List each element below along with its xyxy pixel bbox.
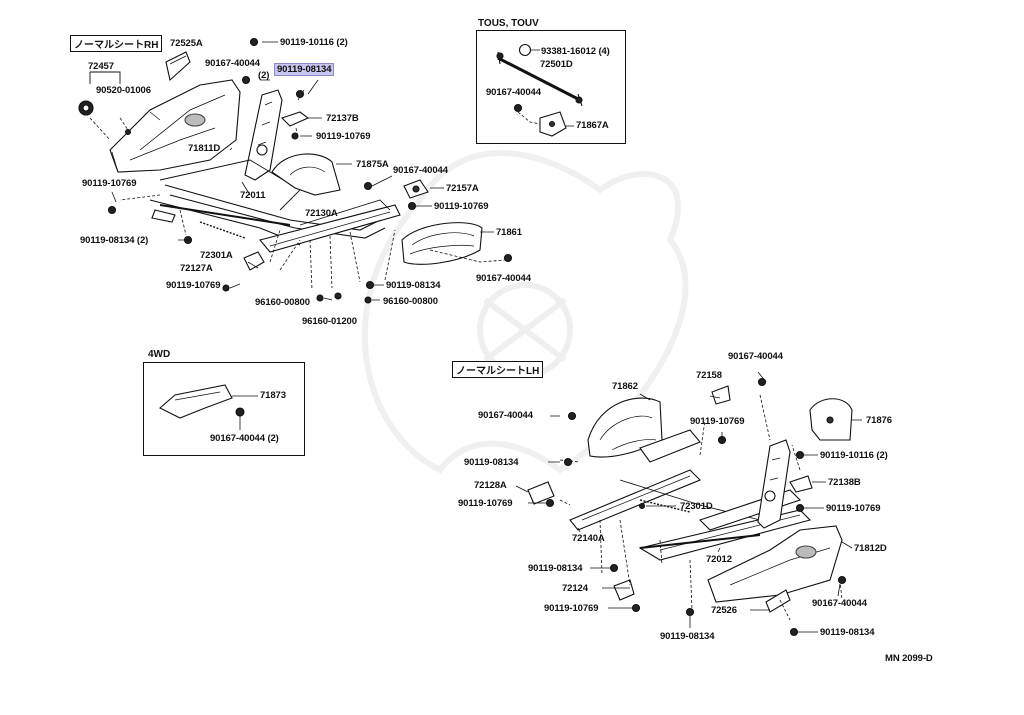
part-label[interactable]: 71876 [866, 415, 892, 426]
highlighted-part-label[interactable]: 90119-08134 [274, 63, 335, 76]
part-label[interactable]: 71812D [854, 543, 887, 554]
part-label[interactable]: 72157A [446, 183, 479, 194]
part-label[interactable]: 72301A [200, 250, 233, 261]
lh-section-header: ノーマルシートLH [452, 361, 544, 378]
part-label[interactable]: 72124 [562, 583, 588, 594]
fourwd-box [143, 362, 305, 456]
part-label[interactable]: 71873 [260, 390, 286, 401]
part-label[interactable]: 90119-10769 [82, 178, 137, 189]
part-label[interactable]: 71875A [356, 159, 389, 170]
part-label[interactable]: 90167-40044 [812, 598, 867, 609]
part-label[interactable]: 72011 [240, 190, 266, 201]
part-label[interactable]: 72138B [828, 477, 861, 488]
part-label[interactable]: 90167-40044 (2) [210, 433, 279, 444]
part-label[interactable]: 72140A [572, 533, 605, 544]
part-label[interactable]: 72012 [706, 554, 732, 565]
drawing-code: MN 2099-D [885, 653, 933, 664]
lh-seat-assembly [515, 371, 862, 637]
part-label[interactable]: 93381-16012 (4) [541, 46, 610, 57]
fourwd-assembly [159, 384, 258, 430]
tous-assembly [496, 43, 583, 137]
part-label[interactable]: 71861 [496, 227, 522, 238]
part-label[interactable]: 90167-40044 [205, 58, 260, 69]
part-label[interactable]: 90119-08134 [464, 457, 519, 468]
part-label[interactable]: 90119-08134 [820, 627, 875, 638]
part-label[interactable]: 90167-40044 [393, 165, 448, 176]
part-label[interactable]: 90119-08134 [528, 563, 583, 574]
part-label[interactable]: 72526 [711, 605, 737, 616]
part-label[interactable]: 71867A [576, 120, 609, 131]
part-label[interactable]: 90119-08134 [386, 280, 441, 291]
part-label[interactable]: 90167-40044 [728, 351, 783, 362]
tous-section-header: TOUS, TOUV [478, 18, 539, 29]
part-label[interactable]: (2) [258, 70, 270, 81]
part-label[interactable]: 72525A [170, 38, 203, 49]
part-label[interactable]: 71811D [188, 143, 221, 154]
rh-section-header: ノーマルシートRH [70, 35, 163, 52]
part-label[interactable]: 96160-00800 [255, 297, 310, 308]
part-label[interactable]: 71862 [612, 381, 638, 392]
part-label[interactable]: 90119-10769 [826, 503, 881, 514]
part-label[interactable]: 90119-10769 [434, 201, 489, 212]
part-label[interactable]: 96160-01200 [302, 316, 357, 327]
part-label[interactable]: 90119-10769 [458, 498, 513, 509]
part-label[interactable]: 72501D [540, 59, 573, 70]
part-label[interactable]: 90119-10769 [166, 280, 221, 291]
part-label[interactable]: 90119-08134 (2) [80, 235, 149, 246]
part-label[interactable]: 72158 [696, 370, 722, 381]
part-label[interactable]: 90167-40044 [478, 410, 533, 421]
part-label[interactable]: 90119-10769 [316, 131, 371, 142]
part-label[interactable]: 72127A [180, 263, 213, 274]
part-label[interactable]: 90167-40044 [486, 87, 541, 98]
part-label[interactable]: 96160-00800 [383, 296, 438, 307]
part-label[interactable]: 72301D [680, 501, 713, 512]
part-label[interactable]: 90119-10116 (2) [280, 37, 348, 48]
part-label[interactable]: 72457 [88, 61, 114, 72]
part-label[interactable]: 72130A [305, 208, 338, 219]
part-label[interactable]: 90119-10769 [690, 416, 745, 427]
tous-box [476, 30, 626, 144]
fourwd-section-header: 4WD [148, 349, 171, 360]
part-label[interactable]: 72137B [326, 113, 359, 124]
part-label[interactable]: 90520-01006 [96, 85, 151, 96]
part-label[interactable]: 72128A [474, 480, 507, 491]
part-label[interactable]: 90167-40044 [476, 273, 531, 284]
part-label[interactable]: 90119-10116 (2) [820, 450, 888, 461]
part-label[interactable]: 90119-10769 [544, 603, 599, 614]
rh-seat-assembly [78, 37, 513, 304]
part-label[interactable]: 90119-08134 [660, 631, 715, 642]
